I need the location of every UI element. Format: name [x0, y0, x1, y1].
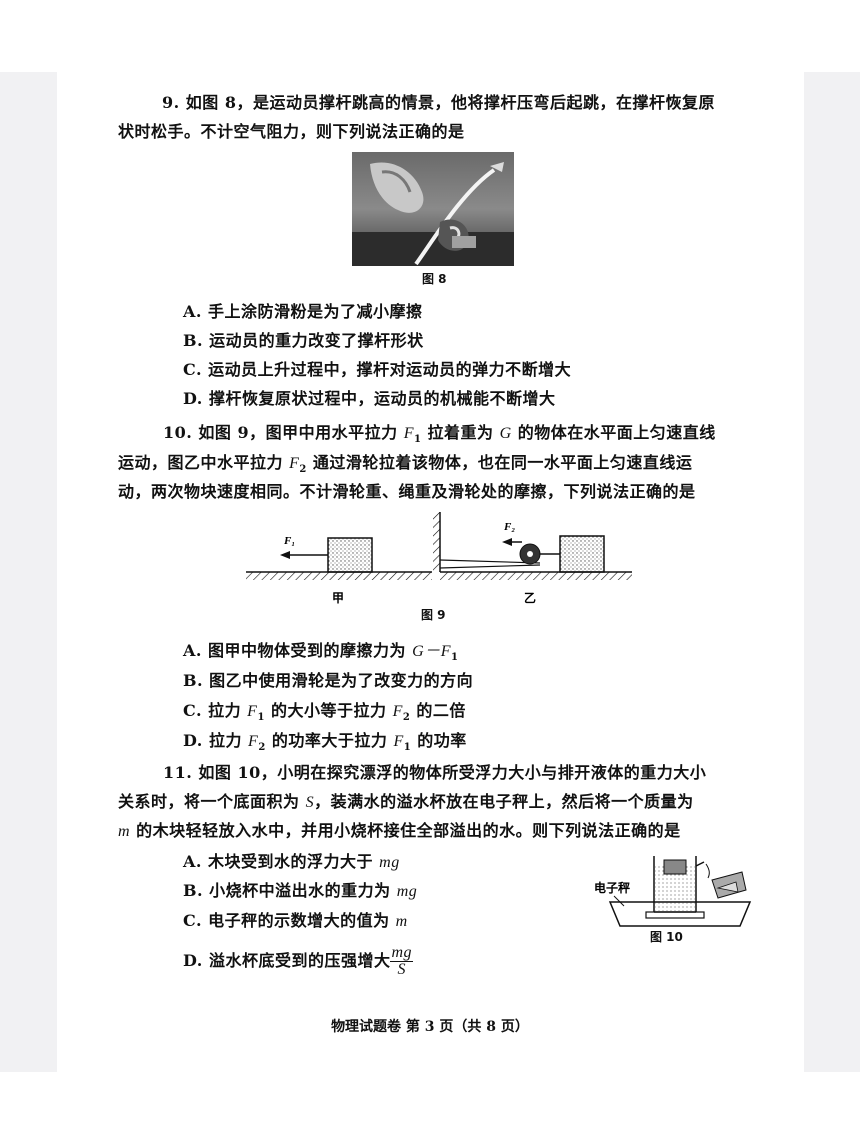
right-margin — [804, 72, 860, 1072]
q10-line2: 运动，图乙中水平拉力 F2 通过滑轮拉着该物体，也在同一水平面上匀速直线运 — [118, 453, 693, 476]
figure-9-caption: 图 9 — [421, 608, 446, 622]
figure-9-label-jia: 甲 — [332, 591, 344, 605]
q9-option-a: A. 手上涂防滑粉是为了减小摩擦 — [183, 302, 423, 321]
q9-line1: 9. 如图 8，是运动员撑杆跳高的情景，他将撑杆压弯后起跳，在撑杆恢复原 — [162, 93, 715, 112]
q10-line3: 动，两次物块速度相同。不计滑轮重、绳重及滑轮处的摩擦，下列说法正确的是 — [118, 482, 696, 501]
q10-option-d: D. 拉力 F2 的功率大于拉力 F1 的功率 — [183, 731, 467, 754]
figure-8-pole-vault-photo — [352, 152, 514, 266]
q11-option-a: A. 木块受到水的浮力大于 mg — [183, 852, 400, 871]
figure-9-label-f2: F₂ — [503, 521, 515, 533]
figure-9-label-yi: 乙 — [524, 591, 536, 605]
q9-option-c: C. 运动员上升过程中，撑杆对运动员的弹力不断增大 — [183, 360, 572, 379]
q10-option-c: C. 拉力 F1 的大小等于拉力 F2 的二倍 — [183, 701, 466, 724]
q11-option-c: C. 电子秤的示数增大的值为 m — [183, 911, 408, 930]
figure-8-caption: 图 8 — [422, 272, 447, 286]
q9-option-d: D. 撑杆恢复原状过程中，运动员的机械能不断增大 — [183, 389, 556, 408]
q10-line1: 10. 如图 9，图甲中用水平拉力 F1 拉着重为 G 的物体在水平面上匀速直线 — [163, 423, 716, 446]
q9-line2: 状时松手。不计空气阻力，则下列说法正确的是 — [118, 122, 465, 141]
q10-option-a: A. 图甲中物体受到的摩擦力为 G－F1 — [183, 641, 459, 664]
q11-option-b: B. 小烧杯中溢出水的重力为 mg — [183, 881, 418, 900]
figure-10-diagram: 电子秤 — [594, 856, 752, 927]
page-footer: 物理试题卷 第 3 页（共 8 页） — [331, 1019, 529, 1035]
q9-option-b: B. 运动员的重力改变了撑杆形状 — [183, 331, 424, 350]
figure-9-label-f1: F₁ — [283, 535, 295, 547]
left-margin — [0, 72, 57, 1072]
q11-line2: 关系时，将一个底面积为 S，装满水的溢水杯放在电子秤上，然后将一个质量为 — [118, 792, 694, 811]
figure-10-label-scale: 电子秤 — [594, 880, 630, 895]
q11-line3: m 的木块轻轻放入水中，并用小烧杯接住全部溢出的水。则下列说法正确的是 — [118, 821, 681, 840]
figure-10-caption: 图 10 — [650, 930, 683, 944]
q11-line1: 11. 如图 10，小明在探究漂浮的物体所受浮力大小与排开液体的重力大小 — [163, 763, 707, 782]
q10-option-b: B. 图乙中使用滑轮是为了改变力的方向 — [183, 671, 474, 690]
figure-9-diagram: F₁ 甲 F₂ 乙 — [246, 512, 632, 605]
